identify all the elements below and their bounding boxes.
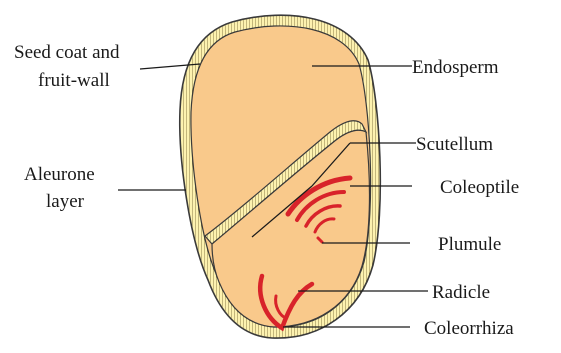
label-aleurone-line1: Aleurone — [24, 164, 95, 185]
label-scutellum: Scutellum — [416, 134, 493, 155]
label-aleurone-line2: layer — [46, 191, 85, 212]
label-seed-coat-line1: Seed coat and — [14, 42, 120, 63]
label-seed-coat-line2: fruit-wall — [38, 70, 110, 91]
label-radicle: Radicle — [432, 282, 490, 303]
label-plumule: Plumule — [438, 234, 501, 255]
label-coleorrhiza: Coleorrhiza — [424, 318, 514, 339]
label-coleoptile: Coleoptile — [440, 177, 519, 198]
label-endosperm: Endosperm — [412, 57, 499, 78]
